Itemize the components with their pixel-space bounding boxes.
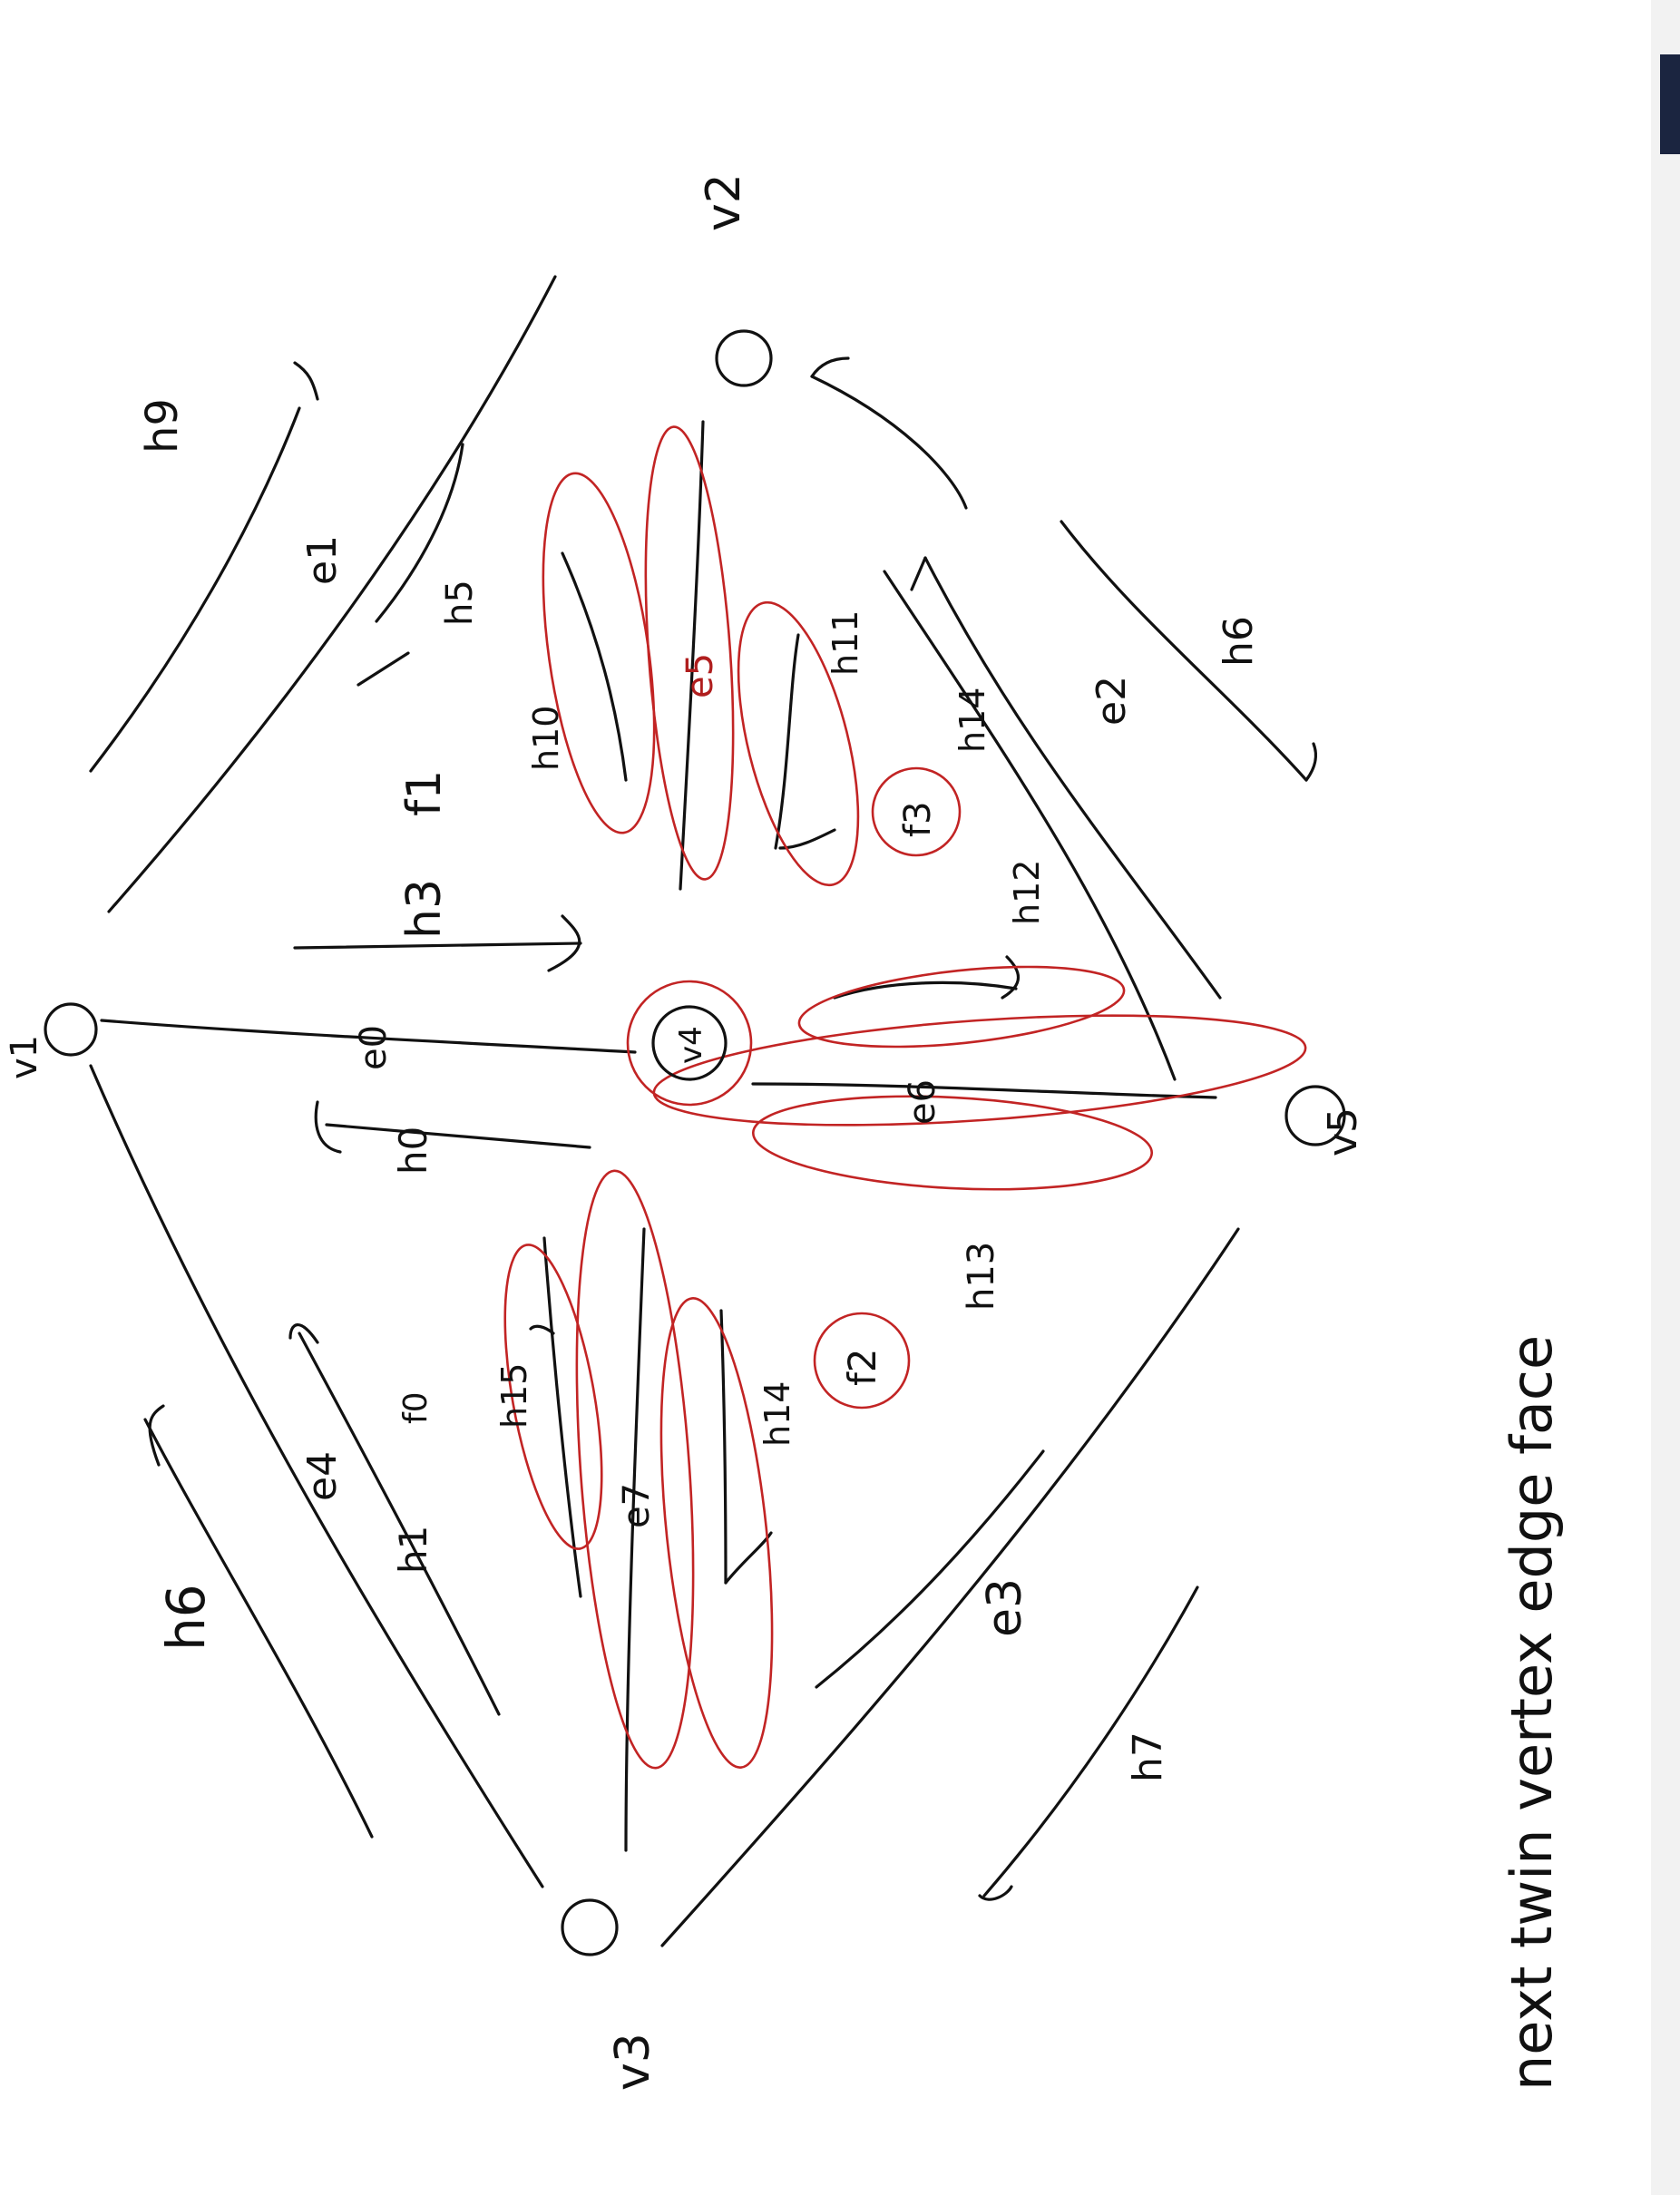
face-f0-loop-2 — [659, 1297, 774, 1769]
edge-e2-label: e2 — [1089, 676, 1135, 726]
half-edge-h15-arrow — [542, 1236, 582, 1598]
half-edge-h6-lower-label: h6 — [1216, 616, 1262, 667]
background-object — [1660, 54, 1680, 154]
face-f3-loop-2 — [652, 1014, 1307, 1127]
edge-e4-line — [89, 1064, 544, 1888]
half-edge-h11-arrow — [774, 633, 800, 850]
half-edge-h3-label: h3 — [397, 879, 452, 939]
half-edge-h5-arrow — [375, 443, 464, 623]
vertex-v3-marker — [561, 1898, 619, 1956]
vertex-v2-marker — [715, 329, 773, 387]
half-edge-h11-label: h11 — [825, 610, 865, 676]
half-edge-h15-head — [529, 1324, 555, 1335]
half-edge-h6-upper-label: h6 — [155, 1584, 217, 1651]
half-edge-h1-label: h1 — [391, 1526, 435, 1574]
face-f3-circle — [871, 766, 962, 857]
face-f3-loop-3 — [797, 965, 1126, 1049]
half-edge-h1-head — [288, 1323, 319, 1344]
vertex-v1-label-group: v1 — [4, 1035, 45, 1079]
edge-e0-label: e0 — [353, 1025, 395, 1070]
edge-e0-line — [100, 1019, 637, 1054]
half-edge-h12-head — [1001, 955, 1020, 1000]
half-edge-h2-head — [910, 556, 927, 591]
vertex-v5-marker — [1284, 1085, 1346, 1146]
half-edge-h7-head — [978, 1885, 1013, 1901]
edge-e5-line — [679, 420, 705, 891]
edge-e3-inner-line — [624, 1227, 646, 1852]
vertex-v2-label: v2 — [697, 173, 751, 231]
half-edge-h6-upper-head — [148, 1404, 165, 1467]
edge-e4-label: e4 — [299, 1451, 346, 1501]
half-edge-h13-arrow — [815, 1449, 1045, 1689]
edge-e7-label: e7 — [616, 1483, 658, 1528]
face-f1-loop-2 — [644, 425, 735, 881]
half-edge-h14-label: h14 — [757, 1381, 797, 1447]
vertex-v5-label-group: v5 — [1320, 1107, 1366, 1156]
vertex-v1-label: v1 — [4, 1035, 45, 1079]
half-edge-h12-arrow — [833, 980, 1018, 1000]
vertex-v5-label: v5 — [1320, 1107, 1366, 1156]
half-edge-h12-label: h12 — [1007, 860, 1047, 925]
vertex-v4-marker — [651, 1005, 728, 1081]
half-edge-h3-arrow — [293, 941, 582, 950]
edge-e2-line — [883, 570, 1177, 1081]
edge-e1-line — [107, 275, 557, 913]
face-f0-label: f0 — [397, 1391, 435, 1424]
face-f3-label: f3 — [897, 801, 939, 837]
edge-e6-label: e6 — [902, 1079, 943, 1125]
half-edge-h8-arrow — [810, 375, 968, 510]
face-f2-label: f2 — [840, 1348, 884, 1386]
half-edge-h13-label: h13 — [961, 1242, 1002, 1311]
face-f2-loop-2 — [751, 1095, 1154, 1191]
vertex-v3-label-group: v3 — [606, 2033, 660, 2091]
vertex-v4-label: v4 — [673, 1026, 709, 1064]
half-edge-h3-head — [547, 914, 581, 972]
half-edge-h9-head — [293, 361, 319, 401]
vertex-v1-marker — [44, 1002, 98, 1057]
half-edge-h2-arrow — [923, 556, 1222, 1000]
face-f0-loop-1 — [575, 1169, 695, 1770]
half-edge-h9-label: h9 — [137, 398, 188, 454]
edge-e3-line — [660, 1227, 1240, 1947]
vertex-v4-label-group: v4 — [673, 1026, 709, 1064]
half-edge-h6-lower-head — [1304, 742, 1317, 782]
edge-e6-line — [751, 1082, 1217, 1099]
half-edge-h0-head — [314, 1100, 342, 1154]
half-edge-h5-label: h5 — [439, 580, 481, 626]
paper-edge — [1651, 0, 1680, 2195]
half-edge-h0-label: h0 — [391, 1127, 435, 1175]
face-f2-loop-1 — [503, 1244, 603, 1550]
legend-text: next twin vertex edge face — [1499, 1335, 1565, 2091]
half-edge-h14-arrow — [719, 1309, 728, 1585]
half-edge-h8-head — [810, 356, 850, 378]
half-edge-h10-label: h10 — [526, 706, 566, 771]
legend-group: next twin vertex edge face — [1499, 1335, 1565, 2091]
vertex-v3-label: v3 — [606, 2033, 660, 2091]
face-f3-loop-1 — [737, 600, 860, 887]
half-edge-h14b-label: h14 — [952, 688, 992, 753]
half-edge-h14-head — [724, 1531, 773, 1585]
edge-e1-label: e1 — [299, 535, 346, 585]
half-edge-h0-arrow — [325, 1123, 591, 1149]
vertex-v4-outer-circle — [626, 980, 753, 1107]
half-edge-h5-tail — [357, 651, 410, 687]
half-edge-h15-label: h15 — [494, 1363, 534, 1429]
half-edge-h7-label: h7 — [1125, 1732, 1171, 1782]
face-f1-label: f1 — [397, 770, 452, 816]
half-edge-h11-head — [778, 828, 836, 850]
face-f2-circle — [813, 1312, 911, 1410]
half-edge-h6-lower-arrow — [1060, 520, 1308, 782]
half-edge-h10-arrow — [561, 551, 628, 782]
edge-e3-label: e3 — [978, 1578, 1032, 1637]
half-edge-h9-arrow — [89, 406, 301, 773]
edge-e5-label: e5 — [679, 653, 721, 698]
vertex-v2-label-group: v2 — [697, 173, 751, 231]
half-edge-h6-upper-arrow — [143, 1418, 374, 1839]
half-edge-h7-arrow — [982, 1585, 1199, 1897]
half-edge-h1-arrow — [298, 1332, 501, 1716]
